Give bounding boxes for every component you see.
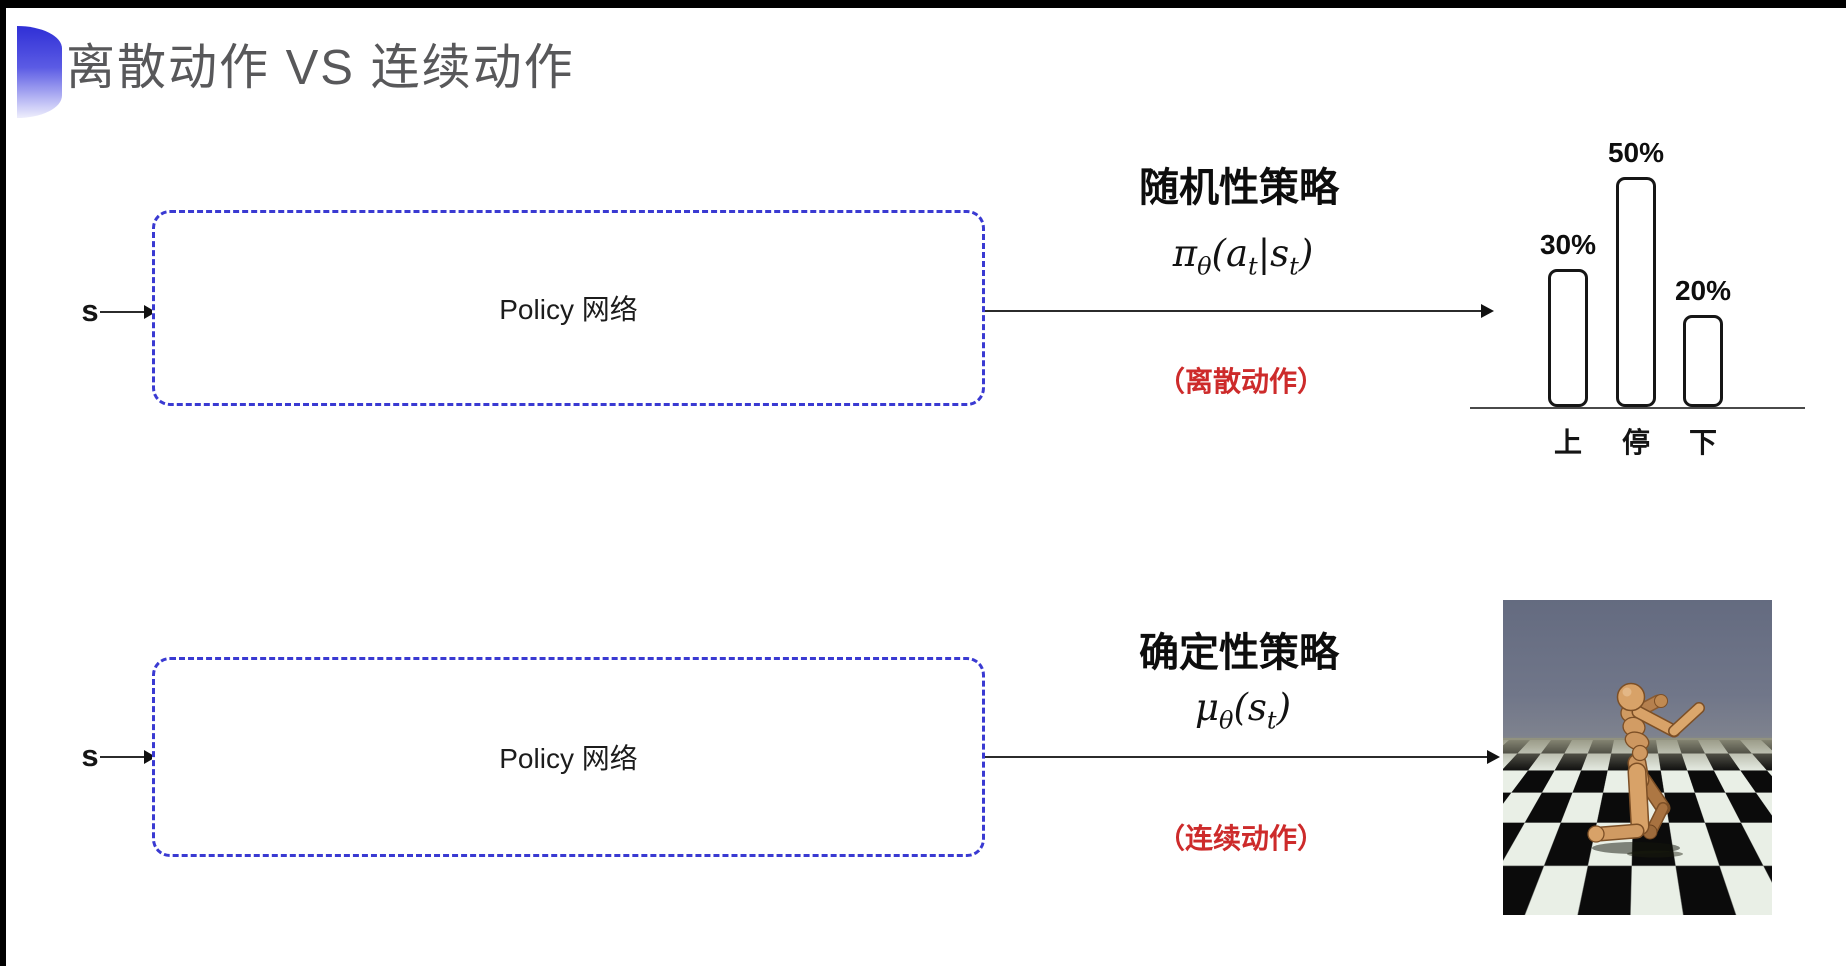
- formula-open-paren: (: [1233, 686, 1248, 729]
- input-arrow-icon: [100, 305, 156, 319]
- discrete-action-note: （离散动作）: [1156, 366, 1325, 397]
- formula-arg1: s: [1247, 686, 1267, 729]
- policy-network-box-bottom: Policy 网络: [152, 657, 985, 857]
- bar-category-label: 下: [1688, 427, 1717, 458]
- top-border: [0, 0, 1846, 8]
- continuous-action-note: （连续动作）: [1156, 823, 1325, 854]
- flow-arrow-icon-bottom: [985, 750, 1500, 764]
- chart-bar: [1683, 315, 1723, 407]
- chart-bar: [1548, 269, 1588, 407]
- left-border: [0, 0, 6, 966]
- chart-bar: [1616, 177, 1656, 407]
- action-probability-bar-chart: 30% 上 50% 停 20% 下: [1470, 100, 1805, 460]
- input-arrow-icon-bottom: [100, 750, 156, 764]
- formula-separator: |: [1257, 232, 1271, 275]
- stochastic-policy-title: 随机性策略: [1139, 166, 1339, 210]
- formula-arg2: s: [1270, 232, 1290, 275]
- formula-symbol-sub: θ: [1219, 706, 1234, 735]
- formula-arg2-sub: t: [1289, 252, 1299, 281]
- formula-close-paren: ): [1298, 232, 1314, 275]
- bar-category-label: 停: [1621, 427, 1650, 458]
- page-title: 离散动作 VS 连续动作: [66, 41, 575, 95]
- policy-network-label: Policy 网络: [499, 294, 638, 325]
- flow-arrow-icon-top: [985, 304, 1494, 318]
- stochastic-policy-formula: πθ(at|st): [1093, 232, 1393, 280]
- bar-value-label: 20%: [1674, 275, 1732, 306]
- formula-symbol: μ: [1194, 686, 1220, 729]
- bar-value-label: 30%: [1539, 229, 1597, 260]
- deterministic-policy-formula: μθ(st): [1093, 686, 1393, 734]
- formula-arg1: a: [1225, 232, 1249, 275]
- state-input-label-top: s: [81, 293, 99, 328]
- deterministic-policy-title: 确定性策略: [1139, 631, 1339, 675]
- formula-arg1-sub: t: [1266, 706, 1277, 735]
- state-input-label-bottom: s: [81, 738, 99, 773]
- formula-close-paren: ): [1276, 686, 1292, 729]
- bar-category-label: 上: [1553, 427, 1582, 458]
- policy-network-label: Policy 网络: [499, 743, 638, 774]
- formula-arg1-sub: t: [1248, 252, 1258, 281]
- policy-network-box-top: Policy 网络: [152, 210, 985, 406]
- formula-symbol: π: [1172, 232, 1198, 275]
- chart-baseline: [1470, 407, 1805, 409]
- humanoid-robot-figure: [1587, 682, 1705, 858]
- formula-open-paren: (: [1211, 232, 1226, 275]
- title-bullet-decoration: [17, 26, 62, 118]
- bar-value-label: 50%: [1607, 137, 1665, 168]
- humanoid-simulation-image: [1503, 600, 1772, 915]
- formula-symbol-sub: θ: [1197, 252, 1212, 281]
